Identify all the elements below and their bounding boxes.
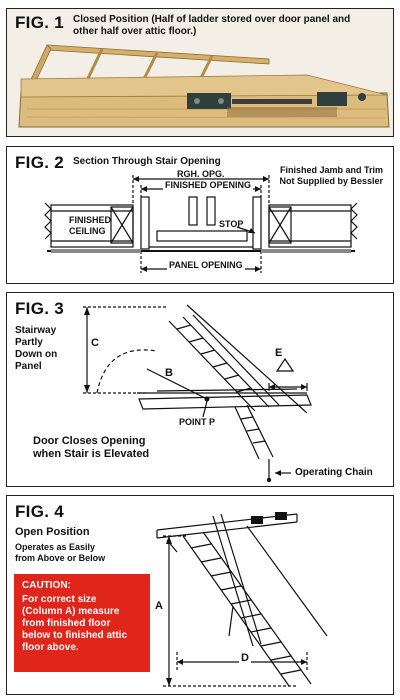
fig4-label: FIG. 4 [15, 502, 65, 521]
fig4-sub-line1: Operates as Easily [15, 542, 96, 552]
fig2-label: FIG. 2 [15, 153, 65, 172]
fig3-stair-drawing [83, 304, 312, 483]
fig3-desc-line1: Stairway [15, 325, 57, 336]
fig2-rgh-opg: RGH. OPG. [177, 169, 225, 179]
fig3-door-line1: Door Closes Opening [33, 435, 146, 447]
caution-line3: from finished floor [22, 618, 111, 629]
caution-heading: CAUTION: [22, 580, 71, 591]
caution-line5: floor above. [22, 642, 79, 653]
fig3-label: FIG. 3 [15, 299, 65, 318]
fig4-sub-line2: from Above or Below [15, 553, 106, 563]
fig4-dim-a: A [155, 600, 163, 612]
fig3-operating-chain: Operating Chain [295, 467, 373, 478]
fig2-stop: STOP [219, 219, 244, 229]
fig2-finished: FINISHED [69, 215, 112, 225]
fig3-panel: FIG. 3 Stairway Partly Down on Panel C B… [6, 292, 394, 487]
caution-box: CAUTION: For correct size (Column A) mea… [14, 574, 150, 672]
fig3-dim-c: C [91, 337, 99, 349]
caution-line4: below to finished attic [22, 630, 128, 641]
fig1-panel: FIG. 1 Closed Position (Half of ladder s… [6, 8, 394, 137]
fig3-desc-line4: Panel [15, 361, 42, 372]
fig3-dim-b: B [165, 367, 173, 379]
caution-line1: For correct size [22, 594, 97, 605]
fig3-point-p: POINT P [179, 417, 216, 427]
fig1-caption-line1: Closed Position (Half of ladder stored o… [73, 14, 351, 25]
fig2-panel-opening: PANEL OPENING [167, 260, 245, 271]
fig2-title: Section Through Stair Opening [73, 156, 221, 167]
fig2-note-line1: Finished Jamb and Trim [279, 165, 383, 175]
fig2-section-drawing [44, 175, 358, 273]
fig1-label: FIG. 1 [15, 13, 65, 32]
fig2-ceiling: CEILING [69, 226, 106, 236]
fig3-dim-e: E [275, 347, 283, 359]
fig2-panel: FIG. 2 Section Through Stair Opening Fin… [6, 146, 394, 284]
fig1-caption-line2: other half over attic floor.) [73, 26, 197, 37]
fig1-photo [7, 9, 393, 136]
fig3-desc-line3: Down on [15, 349, 58, 360]
fig3-desc-line2: Partly [15, 337, 43, 348]
fig4-title: Open Position [15, 526, 90, 538]
fig4-dim-d: D [239, 652, 251, 665]
caution-line2: (Column A) measure [22, 606, 120, 617]
fig3-door-line2: when Stair is Elevated [33, 448, 150, 460]
fig2-note-line2: Not Supplied by Bessler [279, 176, 383, 186]
fig4-panel: FIG. 4 Open Position Operates as Easily … [6, 495, 394, 695]
fig2-finished-opening: FINISHED OPENING [163, 180, 254, 191]
